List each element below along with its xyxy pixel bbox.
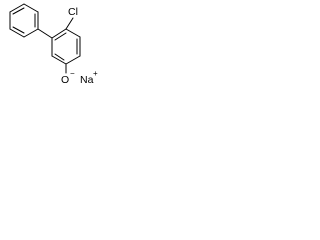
- biaryl-bond: [37, 28, 53, 39]
- oxygen-label: O: [61, 74, 69, 86]
- ring-bond: [65, 55, 81, 65]
- chlorine-label: Cl: [68, 6, 78, 18]
- ring-bond: [65, 28, 81, 38]
- sodium-label: Na: [80, 74, 94, 86]
- oxygen-charge: −: [70, 69, 75, 78]
- ring-bond: [9, 28, 25, 38]
- ring-bond: [23, 28, 39, 38]
- ring-double-bond: [12, 7, 25, 15]
- chlorine-bond: [65, 17, 74, 30]
- ring-bond: [23, 3, 39, 13]
- chemical-structure-diagram: Cl O − Na +: [9, 3, 98, 86]
- phenoxide-ring: [51, 28, 81, 65]
- ring-bond: [51, 55, 67, 65]
- sodium-charge: +: [93, 69, 98, 78]
- ring-double-bond: [54, 53, 65, 61]
- ring-bond: [9, 3, 25, 13]
- ring-double-bond: [12, 26, 25, 34]
- ring-double-bond: [54, 32, 67, 41]
- ring-bond: [51, 28, 67, 39]
- phenyl-ring: [9, 3, 39, 38]
